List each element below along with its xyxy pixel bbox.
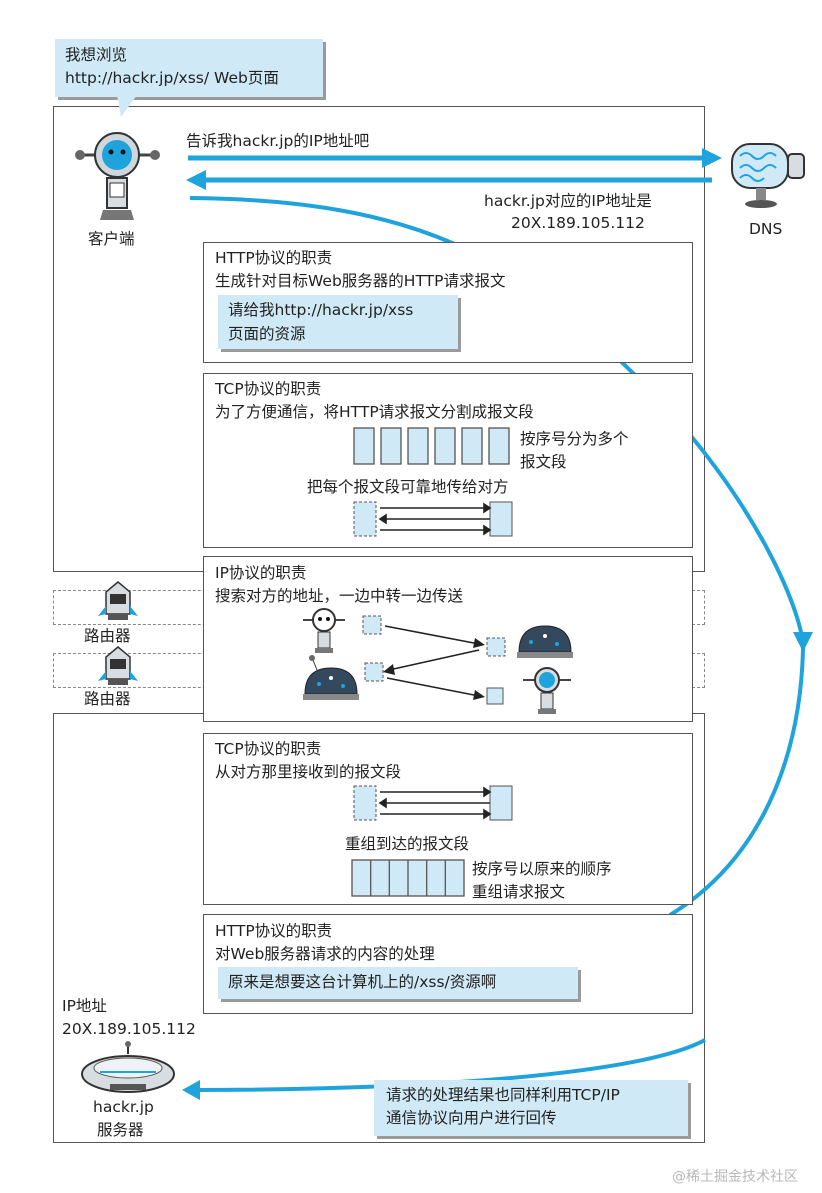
ip-desc: 搜索对方的地址，一边中转一边传送	[215, 587, 464, 605]
order-note-line-2: 重组请求报文	[472, 883, 566, 901]
client-speech-bubble: 我想浏览 http://hackr.jp/xss/ Web页面	[55, 39, 323, 97]
dome-machine-icon-2	[303, 655, 359, 700]
result-return-note: 请求的处理结果也同样利用TCP/IP 通信协议向用户进行回传	[374, 1080, 688, 1136]
server-label-line-2: 服务器	[97, 1121, 144, 1139]
dns-server-icon	[731, 143, 805, 208]
router-label-2: 路由器	[84, 690, 131, 708]
router-icon-1	[98, 581, 138, 620]
tcp-send-title: TCP协议的职责	[215, 380, 322, 398]
reliable-transfer-arrows	[353, 501, 513, 537]
reassembled-message	[351, 859, 465, 897]
robot-icon-2	[523, 667, 571, 714]
http-process-message: 原来是想要这台计算机上的/xss/资源啊	[218, 967, 578, 999]
dns-answer-line-1: hackr.jp对应的IP地址是	[484, 192, 652, 210]
web-server-icon	[81, 1041, 175, 1093]
http-request-line-2: 页面的资源	[228, 325, 306, 343]
client-label: 客户端	[88, 230, 135, 248]
reliable-delivery-text: 把每个报文段可靠地传给对方	[307, 478, 509, 496]
server-ip-value: 20X.189.105.112	[62, 1020, 196, 1038]
http-recv-title: HTTP协议的职责	[215, 922, 333, 940]
split-segments	[353, 427, 510, 465]
robot-icon	[303, 608, 345, 653]
ip-panel	[203, 556, 693, 722]
watermark: @稀土掘金技术社区	[672, 1169, 798, 1185]
http-send-title: HTTP协议的职责	[215, 249, 333, 267]
segment-note-line-1: 按序号分为多个	[520, 430, 629, 448]
server-label-line-1: hackr.jp	[93, 1098, 154, 1116]
http-request-message: 请给我http://hackr.jp/xss 页面的资源	[218, 295, 458, 349]
dns-answer-line-2: 20X.189.105.112	[511, 214, 645, 232]
server-ip-label: IP地址	[62, 997, 107, 1015]
speech-line-1: 我想浏览	[65, 46, 128, 64]
segment-note-line-2: 报文段	[520, 453, 567, 471]
tcp-send-desc: 为了方便通信，将HTTP请求报文分割成报文段	[215, 403, 534, 421]
response-curve	[191, 1038, 706, 1092]
client-robot-icon	[75, 132, 160, 220]
request-curve	[189, 196, 806, 917]
ip-routing-illustration	[303, 608, 573, 714]
http-recv-desc: 对Web服务器请求的内容的处理	[215, 945, 435, 963]
speech-line-2: http://hackr.jp/xss/ Web页面	[65, 69, 279, 87]
router-icon-2	[98, 646, 138, 685]
receive-transfer-arrows	[353, 785, 513, 821]
dome-machine-icon	[517, 625, 573, 658]
result-line-1: 请求的处理结果也同样利用TCP/IP	[386, 1086, 620, 1104]
router-label-1: 路由器	[84, 627, 131, 645]
http-process-line: 原来是想要这台计算机上的/xss/资源啊	[228, 973, 497, 991]
http-request-line-1: 请给我http://hackr.jp/xss	[228, 301, 414, 319]
ip-title: IP协议的职责	[215, 564, 307, 582]
reassemble-text: 重组到达的报文段	[345, 835, 470, 853]
dns-query-text: 告诉我hackr.jp的IP地址吧	[186, 132, 370, 150]
dns-label: DNS	[749, 220, 783, 238]
order-note-line-1: 按序号以原来的顺序	[472, 860, 612, 878]
http-send-desc: 生成针对目标Web服务器的HTTP请求报文	[215, 272, 506, 290]
tcp-recv-title: TCP协议的职责	[215, 740, 322, 758]
tcp-recv-desc: 从对方那里接收到的报文段	[215, 763, 402, 781]
result-line-2: 通信协议向用户进行回传	[386, 1109, 557, 1127]
bubble-tail	[117, 95, 137, 117]
